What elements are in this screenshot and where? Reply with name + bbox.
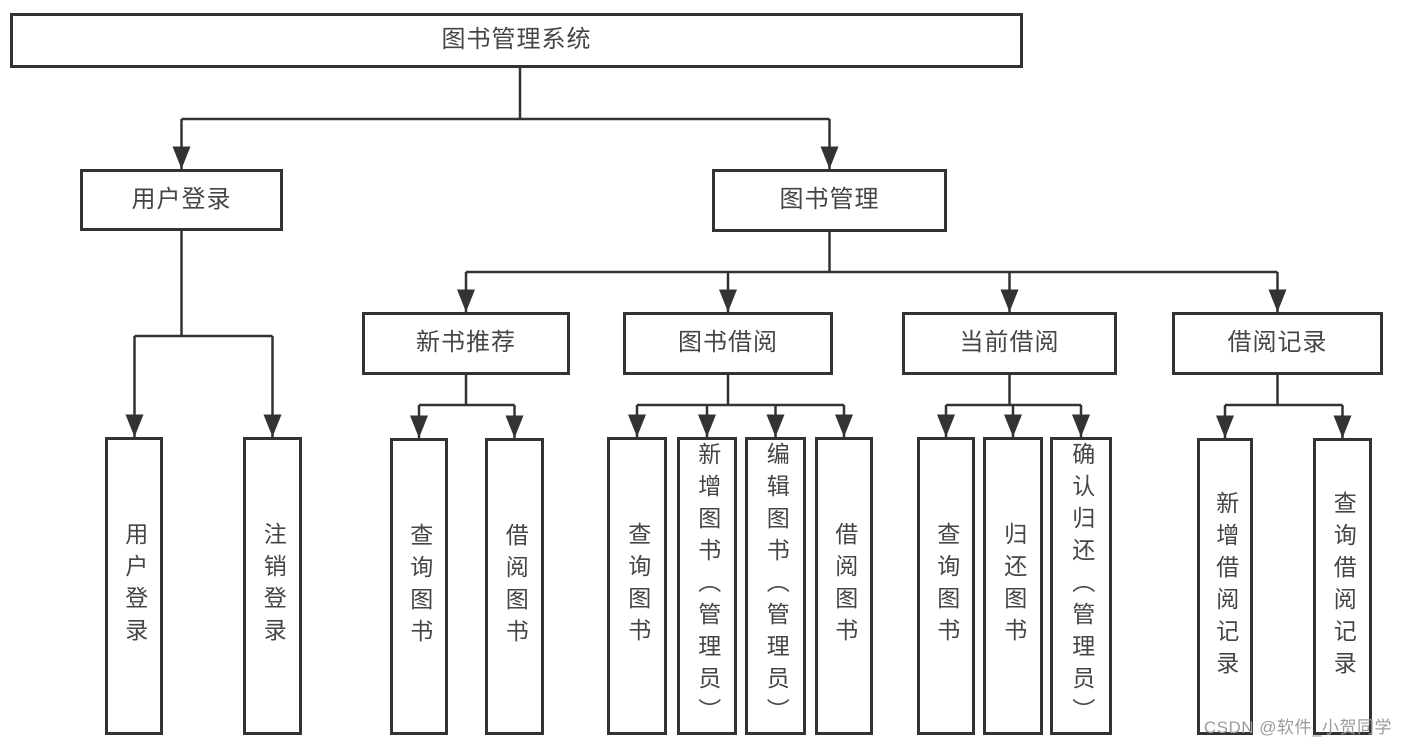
leaf-current-return-books: 归还图书 [983, 437, 1043, 735]
node-current-borrowing: 当前借阅 [902, 312, 1117, 375]
node-book-borrowing: 图书借阅 [623, 312, 833, 375]
node-root: 图书管理系统 [10, 13, 1023, 68]
leaf-borrowing-add-books-admin: 新增图书（管理员） [677, 437, 737, 735]
leaf-logout: 注销登录 [243, 437, 302, 735]
node-book-management: 图书管理 [712, 169, 947, 232]
leaf-borrowing-edit-books-admin: 编辑图书（管理员） [745, 437, 806, 735]
leaf-recommend-query-books: 查询图书 [390, 438, 448, 735]
node-new-book-recommend: 新书推荐 [362, 312, 570, 375]
leaf-borrowing-borrow-books: 借阅图书 [815, 437, 873, 735]
leaf-user-login: 用户登录 [105, 437, 163, 735]
node-user-login: 用户登录 [80, 169, 283, 231]
csdn-watermark: CSDN @软件_小贺同学 [1203, 718, 1392, 737]
node-borrowing-records: 借阅记录 [1172, 312, 1383, 375]
leaf-current-query-books: 查询图书 [917, 437, 975, 735]
leaf-records-query-record: 查询借阅记录 [1313, 438, 1372, 735]
leaf-current-confirm-return-admin: 确认归还（管理员） [1050, 437, 1112, 735]
leaf-records-add-record: 新增借阅记录 [1197, 438, 1253, 735]
leaf-borrowing-query-books: 查询图书 [607, 437, 667, 735]
leaf-recommend-borrow-books: 借阅图书 [485, 438, 544, 735]
